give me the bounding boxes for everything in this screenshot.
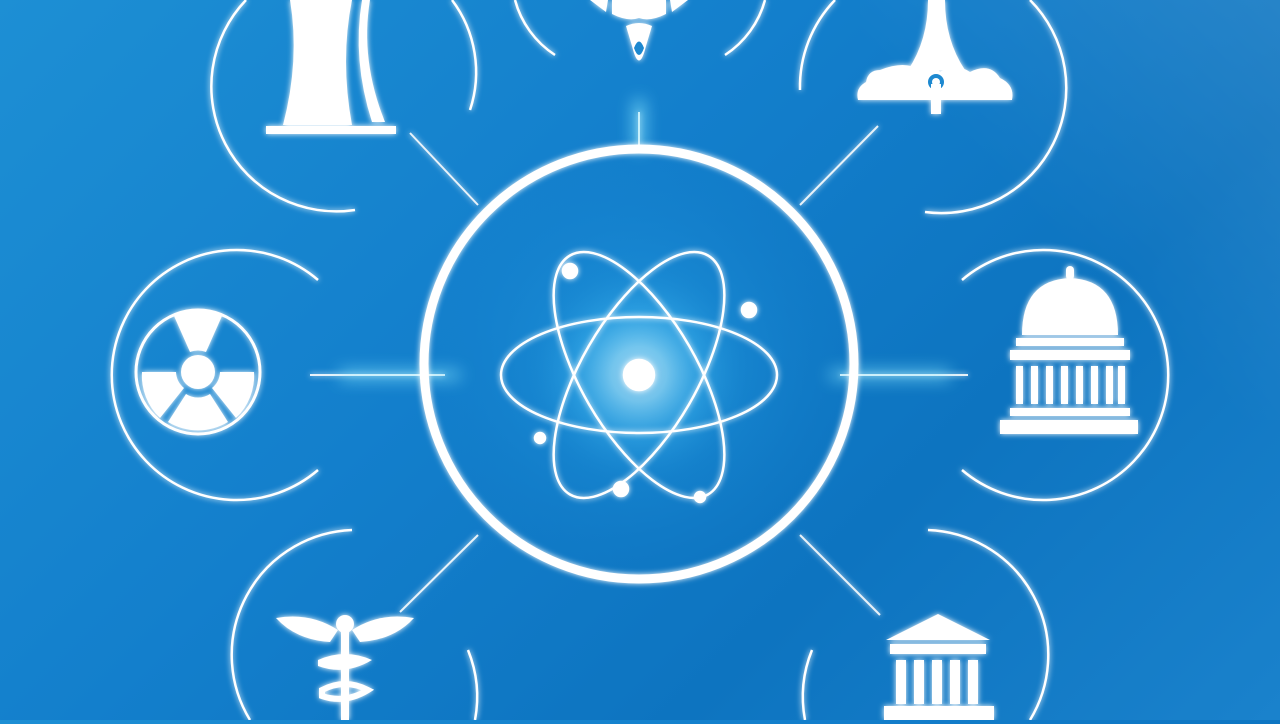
capitol-dome-icon — [1000, 266, 1138, 434]
ring-bottom-left-right-arc — [466, 649, 479, 721]
ring-bottom-left — [230, 528, 353, 721]
radiation-icon — [134, 308, 262, 436]
ring-bottom-right-outer — [927, 528, 1050, 721]
ring-top-right — [798, 0, 836, 91]
ring-right — [961, 248, 1170, 502]
ring-left — [110, 248, 319, 502]
connector-top-left — [409, 132, 479, 206]
center-ring — [419, 144, 859, 584]
connector-bottom-right — [799, 534, 881, 616]
cooling-tower-icon — [266, 0, 396, 134]
courthouse-icon — [884, 614, 994, 720]
satellite-rings — [110, 0, 1170, 721]
ring-top-left-right-arc — [451, 0, 478, 111]
atom-icon — [499, 250, 779, 504]
nuclear-explosion-icon — [857, 0, 1013, 114]
connector-bottom-left — [399, 534, 479, 613]
ring-top — [513, 0, 556, 57]
ring-top-right-arc — [724, 0, 767, 57]
ring-bottom-right — [801, 649, 814, 721]
caduceus-icon — [276, 615, 414, 720]
ring-top-right-outer — [924, 0, 1068, 215]
connector-top-right — [799, 125, 879, 206]
rocket-icon — [590, 0, 688, 61]
center-node — [419, 144, 859, 584]
ring-top-left — [210, 0, 356, 213]
